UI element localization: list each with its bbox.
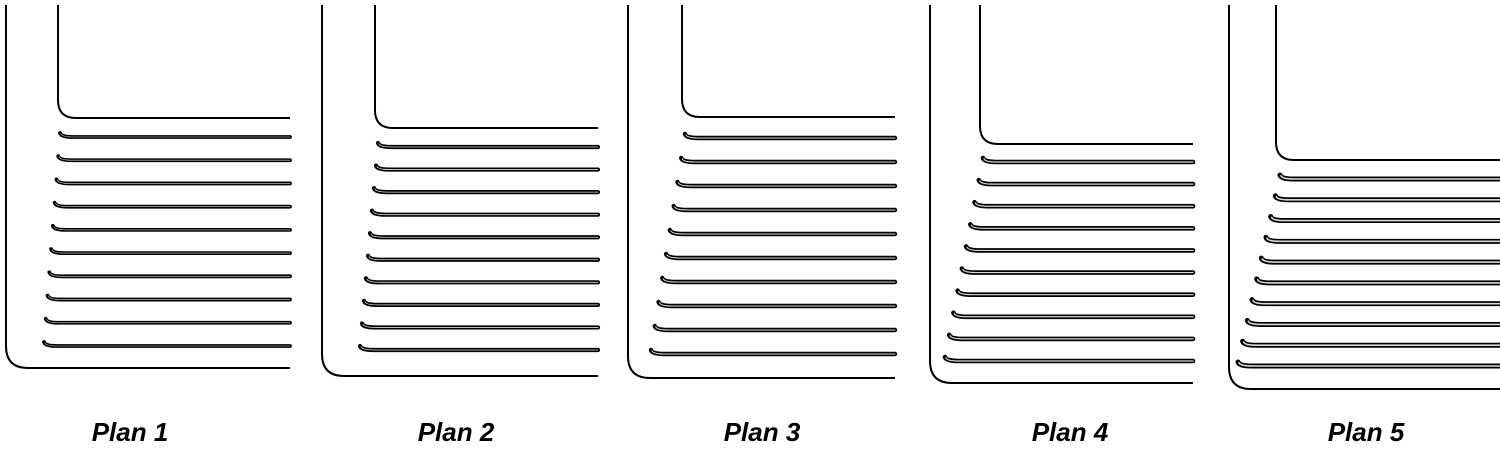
plan-2-channel-8-core	[364, 301, 599, 306]
plan-5-channel-6-core	[1256, 278, 1500, 284]
plan-4-label: Plan 4	[1031, 417, 1109, 447]
plan-3-channel-3	[675, 179, 898, 189]
plan-2-channel-5	[367, 231, 601, 240]
plan-5-channel-2-core	[1275, 195, 1500, 201]
plan-1-channel-7-core	[50, 272, 291, 277]
plan-2-channel-4	[369, 208, 601, 217]
plan-2-channel-7-core	[366, 278, 599, 283]
plan-2-channel-8	[361, 298, 601, 307]
plan-2-channel-5-core	[370, 233, 599, 238]
plan-5-outer-frame	[1228, 5, 1500, 390]
plan-5-channel-10-core	[1238, 362, 1500, 367]
plan-1-channel-10-core	[44, 342, 291, 347]
plan-4-channel-3-core	[974, 202, 1194, 207]
plan-4-channel-10-core	[945, 357, 1194, 362]
plan-3-channel-2-core	[681, 158, 896, 163]
plan-3-channel-1-core	[685, 134, 896, 139]
plan-1-channel-4-core	[55, 203, 291, 207]
plan-2-channel-9-core	[362, 323, 599, 328]
plan-5-label: Plan 5	[1327, 417, 1405, 447]
plan-1-outer-frame	[5, 5, 290, 369]
plan-2-label: Plan 2	[417, 417, 495, 447]
plan-1-channel-8-core	[48, 296, 291, 300]
plan-1-channel-9	[43, 316, 292, 325]
plan-2-channel-4-core	[372, 211, 599, 216]
plan-2-channel-6	[365, 253, 601, 262]
plan-3-outer-frame	[627, 5, 895, 379]
plan-4-channel-6-core	[962, 268, 1194, 274]
plan-5-channel-1-core	[1280, 175, 1500, 180]
plan-5-channel-3-core	[1270, 216, 1500, 222]
plan-1-channel-5	[50, 223, 292, 232]
plan-5-channel-8-core	[1247, 320, 1500, 326]
plan-3-channel-3-core	[677, 182, 896, 187]
plan-4-channel-4-core	[970, 224, 1194, 229]
plan-1-channel-1	[58, 131, 292, 139]
plan-4-channel-5-core	[966, 246, 1194, 252]
plan-4-inner-frame	[979, 5, 1193, 145]
plan-3-channel-10-core	[651, 350, 896, 355]
plan-1-channel-4	[52, 200, 292, 209]
plan-5-channel-9-core	[1242, 341, 1500, 347]
plan-3-channel-4	[671, 203, 898, 213]
plan-2-channel-3-core	[374, 188, 599, 193]
plan-3-channel-9	[652, 323, 898, 333]
plan-2-channel-2-core	[376, 165, 599, 170]
plan-1-channel-1-core	[60, 133, 291, 138]
plan-3-inner-frame	[681, 5, 895, 118]
plan-3-channel-10	[648, 347, 898, 357]
plan-1-channel-2-core	[58, 156, 291, 161]
plan-2-channel-10	[357, 343, 601, 353]
plan-1-channel-3-core	[57, 179, 291, 184]
plan-5-inner-frame	[1275, 5, 1500, 161]
plan-1-channel-9-core	[46, 319, 291, 324]
plan-3-channel-8-core	[659, 302, 896, 307]
plan-2-channel-1	[375, 140, 601, 150]
plan-4-channel-9-core	[949, 335, 1194, 340]
plan-1-channel-6	[49, 247, 292, 256]
plan-2-channel-9	[359, 321, 601, 330]
plan-3-channel-2	[679, 155, 898, 165]
plan-3-channel-7-core	[662, 278, 896, 283]
plan-4-channel-7-core	[958, 290, 1194, 296]
plan-1-channel-3	[54, 177, 292, 186]
plan-3-channel-5	[667, 227, 898, 237]
plan-5-channel-5-core	[1261, 258, 1500, 263]
plan-4-outer-frame	[929, 5, 1193, 384]
plan-1-channel-5-core	[53, 226, 291, 231]
plan-3-channel-7	[660, 275, 898, 285]
plan-1-channel-2	[56, 154, 292, 163]
plan-5-channel-7-core	[1252, 299, 1500, 305]
plan-4-channel-8-core	[953, 312, 1194, 318]
plan-2-channel-10-core	[360, 346, 599, 351]
plan-3-channel-1	[682, 131, 898, 141]
plan-1-channel-8	[45, 293, 292, 302]
plan-2-inner-frame	[374, 5, 598, 129]
plan-1-channel-10	[42, 340, 292, 348]
plan-2-channel-3	[371, 186, 601, 195]
plan-2-channel-6-core	[368, 256, 599, 261]
plan-3-channel-8	[656, 299, 898, 309]
plan-1-inner-frame	[57, 5, 290, 119]
plan-4-channel-2-core	[979, 180, 1194, 185]
plan-2-outer-frame	[321, 5, 598, 377]
plan-3-channel-4-core	[674, 206, 896, 211]
plan-3-label: Plan 3	[723, 417, 801, 447]
plan-2-channel-7	[363, 276, 601, 285]
plan-3-channel-6-core	[666, 254, 896, 259]
plan-2-channel-2	[373, 163, 601, 172]
plan-1-label: Plan 1	[91, 417, 169, 447]
plan-3-channel-5-core	[670, 230, 896, 235]
plan-3-channel-9-core	[655, 326, 896, 331]
plan-5-channel-4-core	[1266, 237, 1500, 243]
plan-1-channel-6-core	[51, 249, 291, 254]
plan-1-channel-7	[47, 270, 292, 279]
plan-3-channel-6	[663, 251, 898, 261]
plan-2-channel-1-core	[378, 143, 599, 148]
plan-4-channel-1-core	[983, 158, 1194, 163]
